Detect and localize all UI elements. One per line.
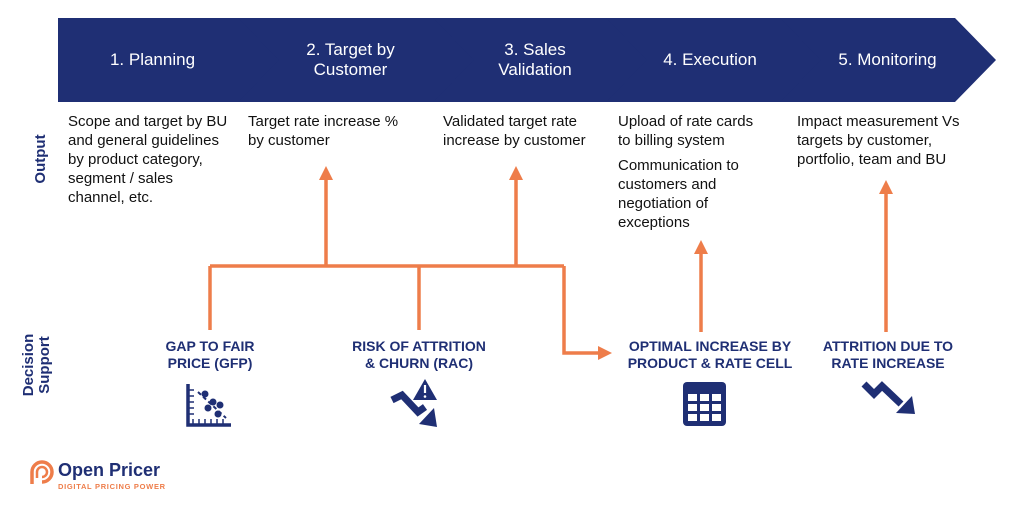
downtrend-arrow-icon bbox=[861, 381, 915, 414]
stage-chevron-4 bbox=[606, 18, 825, 102]
open-pricer-logo-icon bbox=[30, 460, 54, 484]
row-label-output: Output bbox=[32, 134, 49, 184]
arrowhead-stage-5 bbox=[879, 180, 893, 194]
logo-name: Open Pricer bbox=[58, 460, 161, 480]
row-label-decision-support: Decision Support bbox=[20, 333, 53, 397]
decision-support-label-rac: RISK OF ATTRITION & CHURN (RAC) bbox=[352, 338, 486, 371]
stage-chevron-1 bbox=[58, 18, 283, 102]
stage-chevron-2 bbox=[238, 18, 478, 102]
output-text-5: Impact measurement Vs targets by custome… bbox=[797, 112, 977, 169]
output-line: Validated target rate increase by custom… bbox=[443, 113, 586, 149]
decision-support-label-attrition: ATTRITION DUE TO RATE INCREASE bbox=[822, 338, 954, 371]
output-text-3: Validated target rate increase by custom… bbox=[443, 112, 608, 150]
output-line: Scope and target by BU and general guide… bbox=[68, 113, 228, 206]
output-text-4: Upload of rate cards to billing system C… bbox=[618, 112, 768, 232]
stage-label-4: 4. Execution bbox=[663, 50, 757, 69]
output-line: Communication to customers and negotiati… bbox=[618, 157, 739, 231]
table-grid-icon bbox=[683, 382, 726, 426]
output-text-1: Scope and target by BU and general guide… bbox=[68, 112, 228, 207]
output-line: Upload of rate cards to billing system bbox=[618, 113, 754, 149]
decision-support-label-optimal: OPTIMAL INCREASE BY PRODUCT & RATE CELL bbox=[627, 338, 793, 371]
stage-chevron-3 bbox=[433, 18, 651, 102]
stage-chevron-5 bbox=[780, 18, 996, 102]
arrowhead-stage-3 bbox=[509, 166, 523, 180]
scatter-chart-icon bbox=[186, 384, 231, 427]
warning-downtrend-icon bbox=[390, 379, 437, 427]
arrowhead-stage-4 bbox=[694, 240, 708, 254]
arrowhead-optimal bbox=[598, 346, 612, 360]
arrowhead-stage-2 bbox=[319, 166, 333, 180]
output-text-2: Target rate increase % by customer bbox=[248, 112, 418, 150]
stage-label-2: 2. Target by Customer bbox=[306, 40, 395, 79]
stage-label-5: 5. Monitoring bbox=[838, 50, 937, 69]
output-line: Target rate increase % by customer bbox=[248, 113, 399, 149]
output-line: Impact measurement Vs targets by custome… bbox=[797, 113, 960, 168]
stage-label-1: 1. Planning bbox=[109, 50, 196, 69]
connector-lines bbox=[208, 178, 888, 355]
decision-support-label-gfp: GAP TO FAIR PRICE (GFP) bbox=[165, 338, 255, 371]
stage-label-3: 3. Sales Validation bbox=[498, 40, 572, 79]
connector-to-optimal bbox=[562, 266, 602, 355]
logo-tagline: DIGITAL PRICING POWER bbox=[58, 482, 166, 491]
